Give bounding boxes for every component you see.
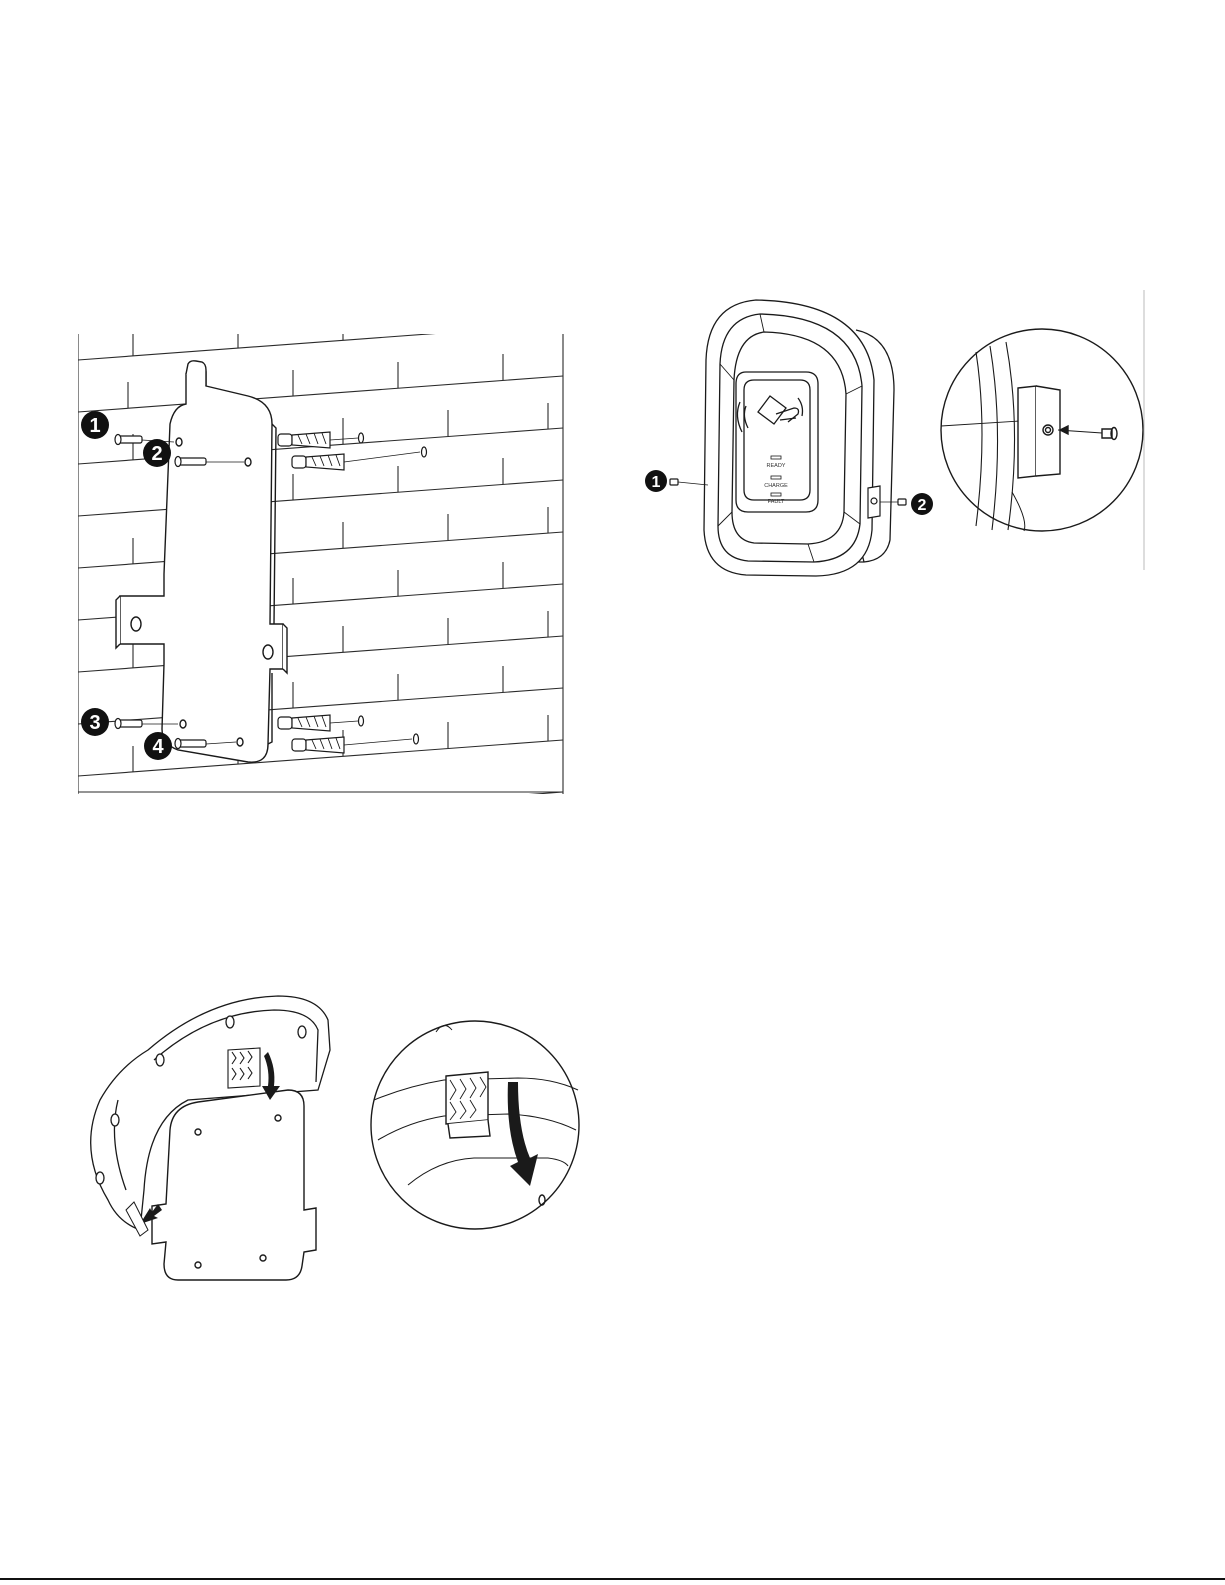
callout-badge-2: 2 <box>143 439 171 467</box>
figure-charger-front: READY CHARGE FAULT 1 2 <box>636 290 1156 610</box>
bracket-plate <box>152 1090 316 1280</box>
charger-front-illustration: READY CHARGE FAULT 1 2 <box>636 290 1156 610</box>
callout-badge-3: 3 <box>81 708 109 736</box>
back-mount-illustration <box>78 990 583 1290</box>
svg-text:1: 1 <box>652 474 661 491</box>
charger-body <box>704 300 894 576</box>
callout-badge-4: 4 <box>144 732 172 760</box>
wall-anchors <box>278 432 427 753</box>
led-label-charge: CHARGE <box>764 483 788 489</box>
figure-wall-bracket: 1 2 3 4 <box>78 334 568 796</box>
left-screw <box>670 479 708 485</box>
svg-text:4: 4 <box>152 736 164 758</box>
callout-badge-2: 2 <box>911 493 933 515</box>
hook-teeth <box>228 1048 260 1088</box>
callout-badge-1: 1 <box>81 411 109 439</box>
page-bottom-rule <box>0 1578 1225 1580</box>
figure-back-mount <box>78 990 583 1290</box>
svg-text:1: 1 <box>89 415 100 437</box>
svg-text:2: 2 <box>918 497 927 514</box>
led-label-ready: READY <box>767 463 786 469</box>
led-label-fault: FAULT <box>768 499 785 505</box>
svg-text:3: 3 <box>89 712 100 734</box>
detail-magnifier <box>941 329 1143 531</box>
callout-badge-1: 1 <box>645 470 667 492</box>
wall-bracket-illustration: 1 2 3 4 <box>78 334 568 796</box>
mounting-bracket <box>116 361 287 762</box>
detail-magnifier <box>371 1021 579 1229</box>
svg-text:2: 2 <box>151 443 162 465</box>
